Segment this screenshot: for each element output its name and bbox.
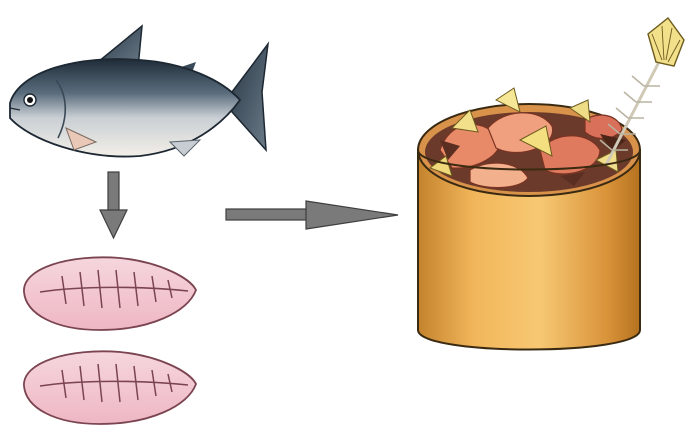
waste-bin-icon [418,18,684,350]
arrow-right-icon [226,201,398,229]
whole-fish-icon [10,26,268,157]
fish-fillet-icon [24,257,196,330]
arrow-down-icon [100,172,127,238]
fish-fillet-icon [24,351,196,424]
